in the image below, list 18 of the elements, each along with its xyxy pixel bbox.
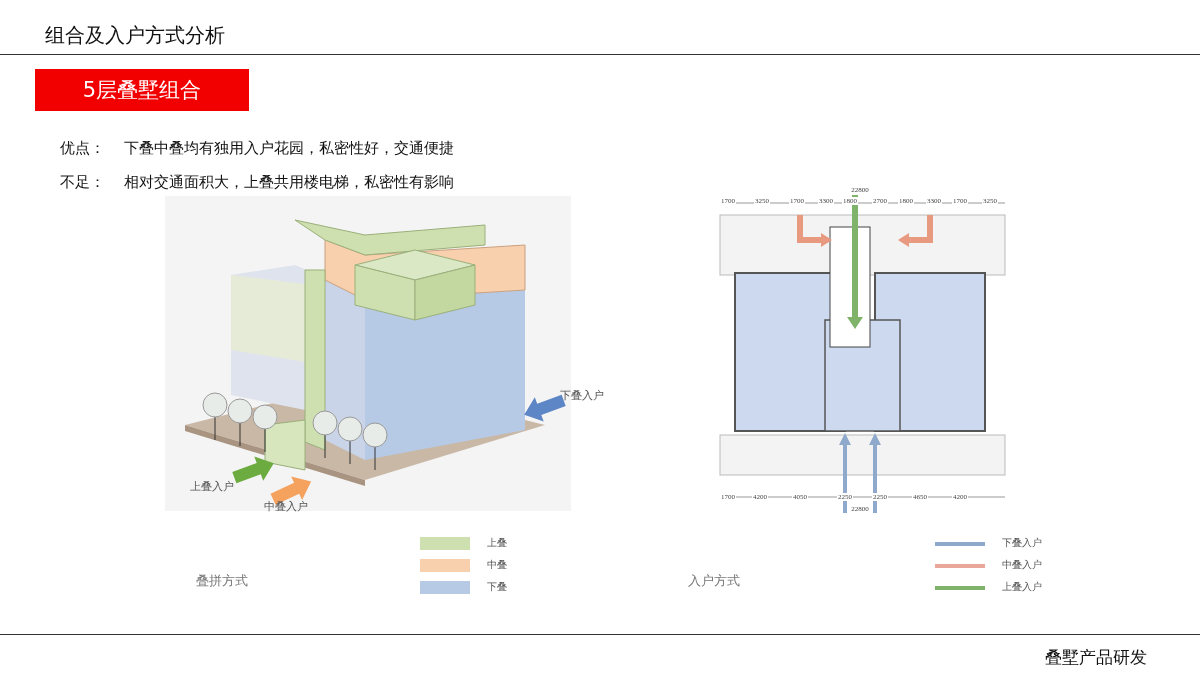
legend-text: 下叠 (487, 580, 507, 594)
figure-caption: 叠拼方式 (196, 572, 248, 590)
slide-title: 组合及入户方式分析 (45, 22, 225, 49)
legend-text: 中叠入户 (1002, 558, 1042, 572)
footer-text: 叠墅产品研发 (1045, 646, 1147, 669)
figure-caption: 入户方式 (688, 572, 740, 590)
legend-text: 下叠入户 (1002, 536, 1042, 550)
legend-text: 上叠入户 (1002, 580, 1042, 594)
entrance-label: 上叠入户 (190, 479, 234, 494)
entrance-label: 中叠入户 (264, 499, 308, 514)
pros-label: 优点： (60, 139, 105, 158)
cons-text: 相对交通面积大，上叠共用楼电梯，私密性有影响 (124, 173, 454, 192)
entrance-label: 下叠入户 (560, 388, 604, 403)
section-tag: 5层叠墅组合 (35, 69, 249, 111)
legend-text: 上叠 (487, 536, 507, 550)
cons-label: 不足： (60, 173, 105, 192)
legend-text: 中叠 (487, 558, 507, 572)
pros-text: 下叠中叠均有独用入户花园，私密性好，交通便捷 (124, 139, 454, 158)
